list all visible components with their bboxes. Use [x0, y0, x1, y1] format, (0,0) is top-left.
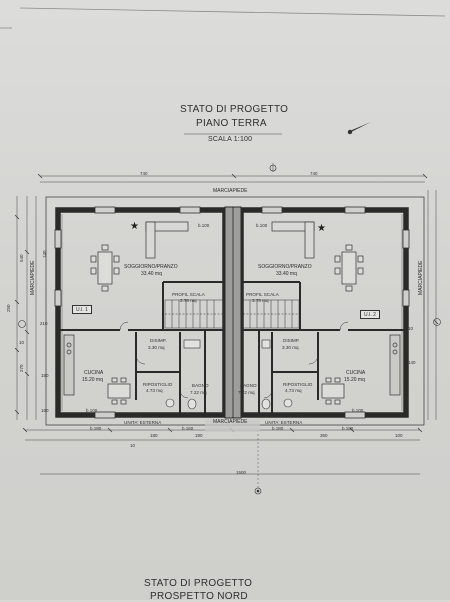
- dim-bottom-180: 180: [150, 433, 158, 438]
- exterior-walls: [55, 206, 409, 419]
- kitchen-counter-left: [63, 334, 75, 396]
- dining-table-right: [334, 244, 364, 292]
- unita-esterna-left: UNITA' ESTERNA: [124, 420, 162, 425]
- room-soggiorno-left-area: 33.40 mq: [141, 271, 162, 277]
- dim-left-250: 250: [6, 304, 11, 312]
- dim-b100-2: b.100: [256, 223, 268, 228]
- sheet-title: STATO DI PROGETTO: [180, 104, 289, 115]
- unit-badge-right: U.I. 2: [360, 310, 380, 319]
- kitchen-table-right: [321, 377, 345, 405]
- marciapiede-right: MARCIAPIEDE: [418, 260, 424, 295]
- dim-b100-1: b.100: [198, 223, 210, 228]
- watermark-box: [205, 420, 260, 432]
- stair-left: [164, 299, 224, 329]
- dim-b180-right: b.180: [272, 426, 284, 431]
- sheet-scale: SCALA 1:100: [208, 136, 253, 143]
- sofa-left: [145, 221, 189, 259]
- sheet-subtitle: PIANO TERRA: [196, 118, 267, 129]
- dim-right-140: 140: [408, 360, 416, 365]
- door-swings: [119, 321, 349, 399]
- room-ripostiglio-right: RIPOSTIGLIO: [283, 382, 313, 387]
- room-ripostiglio-right-area: 4.73 mq: [285, 388, 302, 393]
- room-bagno-left: BAGNO: [192, 383, 209, 388]
- bath-fixtures-left: [165, 339, 201, 410]
- marciapiede-left: MARCIAPIEDE: [30, 260, 36, 295]
- room-soggiorno-left: SOGGIORNO/PRANZO: [124, 264, 178, 270]
- dim-left-540: 540: [19, 254, 24, 262]
- bottom-title: STATO DI PROGETTO: [144, 578, 253, 589]
- interior-walls-right: [241, 281, 404, 413]
- svg-text:★: ★: [317, 223, 326, 234]
- bath-fixtures-right: [261, 339, 293, 410]
- room-disimp-left-area: 3.30 mq: [148, 345, 165, 350]
- dining-table-left: [90, 244, 120, 292]
- room-bagno-left-area: 7.22 mq: [190, 390, 207, 395]
- unit-badge-left: U.I. 1: [72, 305, 92, 314]
- dim-b180-left: b.180: [90, 426, 102, 431]
- room-cucina-left: CUCINA: [84, 370, 104, 376]
- dim-left-160: 160: [41, 408, 49, 413]
- room-disimp-right-area: 3.30 mq: [282, 345, 299, 350]
- dim-top-left: 740: [140, 171, 148, 176]
- sofa-right: [271, 221, 315, 259]
- room-bagno-right: BAGNO: [240, 383, 257, 388]
- dim-bottom-10: 10: [130, 443, 136, 448]
- wall-hatch: [61, 214, 403, 411]
- stair-right: [242, 299, 300, 329]
- room-cucina-left-area: 15.20 mq: [82, 377, 103, 383]
- room-cucina-right-area: 15.20 mq: [344, 377, 365, 383]
- kitchen-table-left: [107, 377, 131, 405]
- room-soggiorno-right-area: 33.40 mq: [276, 271, 297, 277]
- kitchen-counter-right: [389, 334, 401, 396]
- north-arrow-icon: [347, 122, 371, 135]
- svg-text:★: ★: [130, 221, 139, 232]
- room-soggiorno-right: SOGGIORNO/PRANZO: [258, 264, 312, 270]
- dim-bottom-350: 350: [320, 433, 328, 438]
- room-scala-left-area: 3.78 mq: [180, 298, 197, 303]
- interior-walls-left: [60, 281, 225, 413]
- dimension-ticks: [14, 173, 439, 433]
- dim-left-270: 270: [19, 364, 24, 372]
- pc-left: P.C.: [135, 413, 144, 418]
- dim-b160: b.160: [182, 426, 194, 431]
- room-disimp-right: DISIMP.: [283, 338, 300, 343]
- dim-total-bottom: 1500: [236, 470, 247, 475]
- dim-top-right: 740: [310, 171, 318, 176]
- dim-b180-right-2: b.180: [342, 426, 354, 431]
- dim-left-140: 140: [42, 250, 47, 258]
- dim-left-210: 210: [40, 321, 48, 326]
- marciapiede-top: MARCIAPIEDE: [213, 188, 248, 194]
- room-cucina-right: CUCINA: [346, 370, 366, 376]
- dim-left-150: 150: [41, 373, 49, 378]
- pc-right: P.C.: [298, 413, 307, 418]
- room-scala-right-area: 3.78 mq: [252, 298, 269, 303]
- dim-right-10: 10: [408, 326, 414, 331]
- unita-esterna-right: UNITA' ESTERNA: [265, 420, 303, 425]
- star-icon: ★ ★: [130, 221, 326, 234]
- room-ripostiglio-left: RIPOSTIGLIO: [143, 382, 173, 387]
- room-ripostiglio-left-area: 4.73 mq: [146, 388, 163, 393]
- dim-b100-3: b.100: [86, 408, 98, 413]
- room-scala-left: PROFIL SCALA: [172, 292, 205, 297]
- marciapiede-bottom: MARCIAPIEDE: [213, 419, 248, 425]
- dim-bottom-190: 190: [195, 433, 203, 438]
- sheet-border-top: [19, 7, 446, 17]
- dim-left-10: 10: [19, 340, 25, 345]
- room-disimp-left: DISIMP.: [150, 338, 167, 343]
- bottom-subtitle: PROSPETTO NORD: [150, 591, 248, 602]
- windows: [54, 206, 410, 419]
- dim-b100-4: b.100: [352, 408, 364, 413]
- room-bagno-right-area: 7.22 mq: [238, 390, 255, 395]
- room-scala-right: PROFIL SCALA: [246, 292, 279, 297]
- dim-bottom-100: 100: [395, 433, 403, 438]
